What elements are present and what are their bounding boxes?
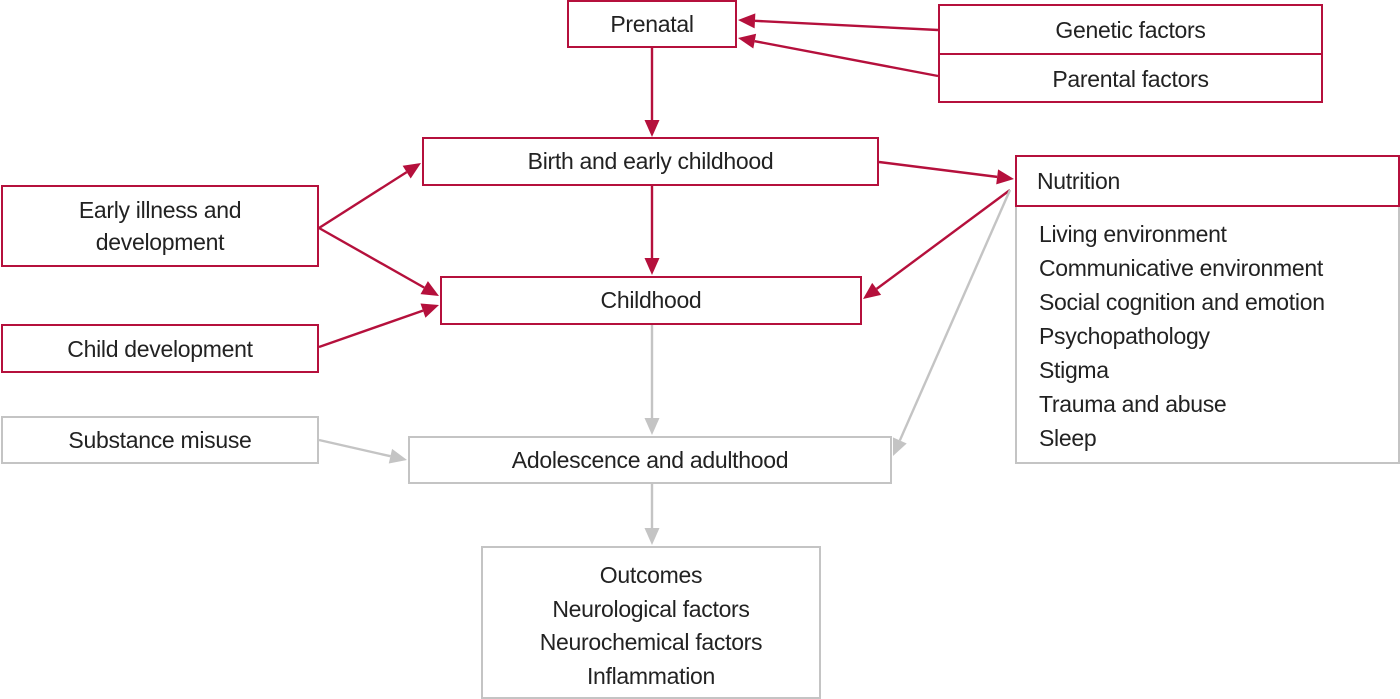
arrow-head	[388, 448, 407, 464]
node-adolescence-label: Adolescence and adulthood	[511, 447, 789, 473]
environment-item-trauma: Trauma and abuse	[1039, 391, 1227, 417]
arrow-shaft	[754, 19, 939, 32]
node-outcomes: Outcomes Neurological factors Neurochemi…	[481, 546, 821, 699]
arrow-birth-to-nutrition	[878, 160, 1014, 185]
node-outcomes-text: Outcomes Neurological factors Neurochemi…	[540, 559, 763, 693]
node-childhood-label: Childhood	[600, 287, 702, 313]
arrow-early_illness-to-childhood	[318, 226, 439, 296]
arrow-head	[644, 528, 660, 545]
arrow-prenatal-to-birth	[644, 48, 660, 137]
node-environment-group: Nutrition Living environment Communicati…	[1015, 155, 1400, 464]
environment-list: Living environment Communicative environ…	[1039, 217, 1325, 455]
node-factors-group: Genetic factors Parental factors	[938, 4, 1323, 103]
arrow-nutrition-to-childhood	[863, 189, 1011, 299]
arrow-shaft	[754, 39, 939, 78]
arrow-shaft	[318, 438, 391, 458]
node-child-development-label: Child development	[67, 335, 253, 362]
arrow-head	[892, 437, 907, 456]
arrow-head	[738, 33, 757, 49]
node-prenatal: Prenatal	[567, 0, 737, 48]
node-adolescence: Adolescence and adulthood	[408, 436, 892, 484]
environment-item-living: Living environment	[1039, 221, 1227, 247]
arrow-head	[644, 258, 660, 275]
node-early-illness-line-2: development	[95, 229, 225, 255]
arrow-head	[420, 281, 439, 296]
outcomes-line-3: Neurochemical factors	[539, 629, 763, 655]
arrow-head	[644, 120, 660, 137]
arrow-head	[738, 13, 756, 29]
arrow-nutrition-to-adolescence	[892, 189, 1012, 456]
environment-item-sleep: Sleep	[1039, 425, 1097, 451]
arrow-genetic-to-prenatal	[738, 13, 939, 32]
environment-item-social-cognition: Social cognition and emotion	[1039, 289, 1325, 315]
node-birth: Birth and early childhood	[422, 137, 879, 186]
node-substance: Substance misuse	[1, 416, 319, 464]
arrow-child_development-to-childhood	[318, 303, 439, 349]
arrow-childhood-to-adolescence	[644, 325, 660, 435]
environment-item-communicative: Communicative environment	[1039, 255, 1323, 281]
arrow-adolescence-to-outcomes	[644, 484, 660, 545]
node-early-illness-text: Early illness and development	[78, 194, 242, 258]
arrow-shaft	[878, 160, 998, 179]
arrow-early_illness-to-birth	[318, 163, 421, 230]
node-birth-label: Birth and early childhood	[527, 148, 774, 174]
arrow-head	[863, 282, 882, 299]
node-nutrition-label: Nutrition	[1037, 168, 1120, 194]
arrow-head	[996, 169, 1014, 185]
node-child-development: Child development	[1, 324, 319, 373]
arrow-birth-to-childhood	[644, 186, 660, 275]
arrow-head	[420, 303, 439, 318]
node-prenatal-label: Prenatal	[610, 11, 694, 37]
node-early-illness-line-1: Early illness and	[78, 197, 242, 223]
node-genetic-label: Genetic factors	[1055, 16, 1206, 43]
node-nutrition: Nutrition	[1015, 155, 1400, 207]
node-childhood: Childhood	[440, 276, 862, 325]
arrow-parental-to-prenatal	[738, 33, 939, 78]
arrow-shaft	[318, 226, 425, 289]
environment-item-psychopathology: Psychopathology	[1039, 323, 1210, 349]
node-substance-label: Substance misuse	[68, 427, 252, 453]
outcomes-line-4: Inflammation	[586, 662, 716, 689]
node-parental-label: Parental factors	[1052, 66, 1209, 92]
node-parental: Parental factors	[940, 55, 1321, 103]
outcomes-line-1: Outcomes	[599, 562, 703, 588]
node-early-illness: Early illness and development	[1, 185, 319, 267]
node-genetic: Genetic factors	[940, 6, 1321, 55]
arrow-substance-to-adolescence	[318, 438, 407, 464]
arrow-shaft	[875, 189, 1011, 290]
outcomes-line-2: Neurological factors	[552, 595, 750, 622]
arrow-head	[644, 418, 660, 435]
arrow-head	[402, 163, 421, 179]
environment-item-stigma: Stigma	[1039, 357, 1109, 383]
arrow-shaft	[318, 171, 408, 230]
arrow-shaft	[898, 189, 1012, 441]
arrow-shaft	[318, 309, 424, 349]
